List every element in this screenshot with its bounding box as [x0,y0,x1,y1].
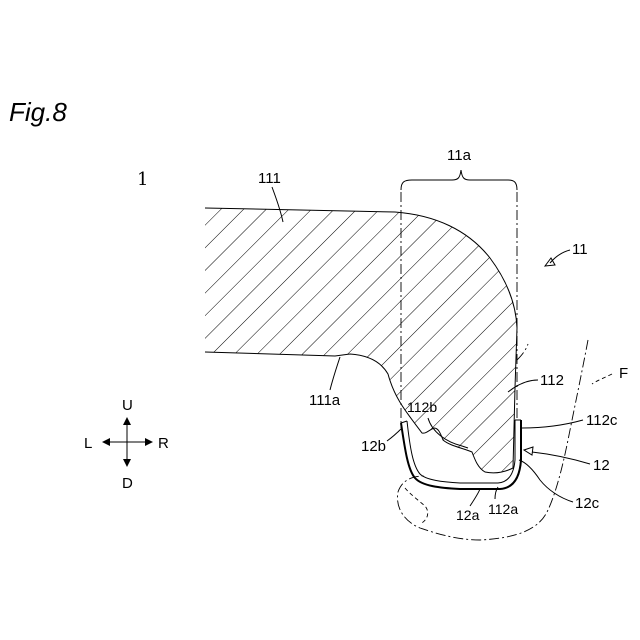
arrow-up-icon [123,417,131,425]
label-111a: 111a [309,392,341,409]
label-group-12b: 12b [361,428,402,455]
label-group-12: 12 [524,447,610,474]
device-ref-label: 1 [137,169,148,190]
direction-left-label: L [84,435,92,452]
label-group-112a: 112a [488,487,518,517]
label-group-12c: 12c [519,460,600,512]
label-112b: 112b [407,399,437,415]
label-11: 11 [572,241,588,258]
label-12b: 12b [361,438,386,455]
label-group-11: 11 [545,241,588,266]
label-group-111a: 111a [309,357,341,409]
direction-right-label: R [158,435,169,452]
label-112: 112 [540,372,564,389]
arrow-right-icon [145,438,153,446]
label-group-112: 112 [508,372,564,392]
label-F: F [619,365,628,382]
label-112c: 112c [586,412,618,429]
label-112a: 112a [488,501,518,517]
label-12c: 12c [575,495,600,512]
figure-title: Fig.8 [9,97,67,127]
direction-indicator: U D L R [84,397,169,492]
label-12a: 12a [456,507,480,523]
label-group-F: F [592,365,628,384]
label-11a: 11a [447,147,472,164]
label-12: 12 [593,457,610,474]
direction-up-label: U [122,397,133,414]
arrow-left-icon [102,438,110,446]
label-111: 111 [258,170,281,187]
direction-down-label: D [122,475,133,492]
label-group-12a: 12a [456,489,480,523]
label-group-112c: 112c [522,412,618,429]
arrow-down-icon [123,459,131,467]
